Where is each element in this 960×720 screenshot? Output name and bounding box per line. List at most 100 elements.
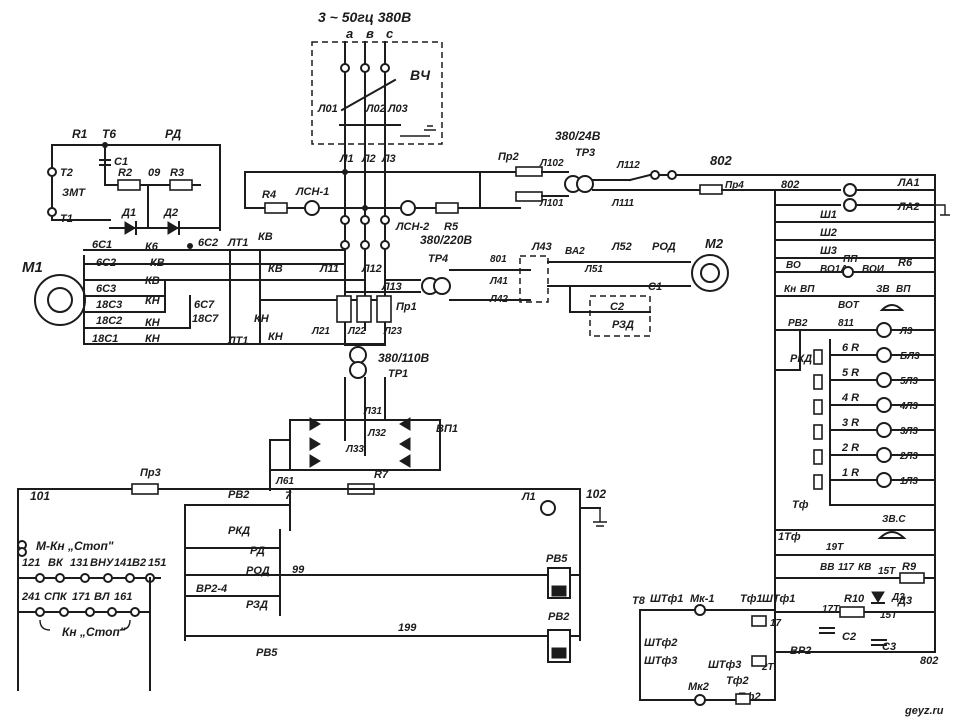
switch-sh3: Ш3 [820,245,837,257]
row-2r: 2 R [841,442,859,454]
row-r6: R6 [898,257,913,269]
row-rkd: РКД [790,353,812,365]
fuse-block-pr1: Пр1 Л21 Л22 Л23 380/110В ТР1 [311,295,429,380]
contact-kn-3: КН [145,295,161,307]
relay-rod: Л52 [611,241,632,253]
line-l03: Л03 [387,103,408,115]
relay-rv5-b: РВ5 [546,553,568,565]
lamp-3l3: 3Л3 [900,426,918,437]
rectifier-bridge: Л31 Л32 Л33 ВП1 Л61 R7 [269,377,458,495]
relay-rd: РД [250,545,265,557]
fuse-l22: Л22 [347,326,366,337]
lamp-2l3: 2Л3 [899,451,918,462]
resistor-r4-label: R4 [262,189,276,201]
row-811: 811 [838,318,854,329]
thermo-r1: R1 [72,127,88,141]
line-l102: Л102 [539,158,564,169]
fuse-pr1-label: Пр1 [396,301,417,313]
btn-241: 241 [21,591,40,603]
row-vo: ВО [786,260,801,271]
line-l101: Л101 [539,198,564,209]
thermo-t2: Т2 [60,167,73,179]
switch-va2: Л43 [531,241,552,253]
lamp-l3: Л3 [899,326,913,337]
node-802-bottom: 802 [920,655,938,667]
row-rv2: РВ2 [788,318,808,329]
lamp-4l3: 4Л3 [899,401,918,412]
winding-18c3: 18С3 [96,299,122,311]
relay-rzd-2: РЗД [612,319,634,331]
rect-r7: R7 [374,469,389,481]
btn-131: 131 [70,557,88,569]
br-mk2: Мк2 [688,681,709,693]
line-l1: Л1 [339,153,354,165]
tr4-label: ТР4 [428,253,448,265]
line-l43: Л42 [489,294,508,305]
rect-l33: Л33 [345,444,364,455]
motor-m1-label: М1 [22,259,43,276]
row-vp: ВП [800,284,815,295]
lamp-l1 [540,500,556,516]
br-tf1: Тф1 [740,593,763,605]
row-zv: ЗВ [876,284,890,295]
btn-spk: СПК [44,591,68,603]
btn-121: 121 [22,557,40,569]
control-transformer-tr3: Пр2 Л102 Л101 380/24В ТР3 Л112 Л111 802 … [479,129,936,209]
winding-6c1: 6С1 [92,239,112,251]
fuse-pr4-label: Пр4 [725,180,744,191]
row-r9: R9 [902,561,917,573]
row-vot: ВОТ [838,300,860,311]
line-l112: Л112 [616,160,640,171]
br-c2: С2 [842,631,856,643]
cap-c1: РОД [652,241,676,253]
indicator-lamp-lsn1 [304,200,320,216]
thermal-relay-circuit: R1 Т6 РД С1 Т2 ЗМТ Т1 R2 09 R3 Д1 Д2 [47,127,221,235]
btn-141: 141 [114,557,132,569]
rect-l61: Л61 [275,476,294,487]
br-c3: С3 [882,641,896,653]
lamp-la2: ЛА2 [897,201,920,213]
winding-6c3: 6С3 [96,283,116,295]
fuse-pr3-label: Пр3 [140,467,161,479]
line-l01: Л01 [317,103,338,115]
cap-c2: С1 [648,281,662,293]
mains-busbars: R4 ЛСН-1 ЛСН-2 R5 [244,169,481,233]
resistor-r5-label: R5 [444,221,459,233]
line-l51: ВА2 [565,246,585,257]
lamp-la1: ЛА1 [897,177,920,189]
node-102: 102 [586,487,606,501]
br-shtf3-a: ШТф3 [644,655,677,667]
br-t8: Т8 [632,595,646,607]
fuse-l21: Л21 [311,326,330,337]
switch-sh2: Ш2 [820,227,837,239]
node-7: 7 [285,490,292,502]
contact-6c2: 6С2 [198,237,218,249]
motor-m2-label: М2 [705,236,724,251]
stop-button-kn[interactable]: Кн „Стоп" [62,625,126,639]
contact-lt1-b: ЛТ1 [227,335,248,347]
control-circuit: Пр3 101 102 7 99 199 Л1 РВ2 РКД РД РОД В… [17,467,607,691]
lamp-5l3: 5Л3 [900,376,918,387]
supply-title: 3 ~ 50гц 380В [318,9,411,25]
br-r10: R10 [844,593,865,605]
motor-m1-block: М1 6С1 6С2 6С3 18С3 18С2 18С1 6С7 18С7 К… [22,231,386,347]
contact-lt1-a: ЛТ1 [227,237,248,249]
row-1tf: 1Тф [778,531,801,543]
br-15t: 15Т [880,610,898,621]
resistor-r5 [435,202,459,214]
winding-18c2: 18С2 [96,315,122,327]
stop-button-m[interactable]: М-Кн „Стоп" [36,539,114,553]
thermo-d2: Д2 [163,207,178,219]
line-l2: Л2 [361,153,376,165]
row-1r: 1 R [842,467,859,479]
fuse-pr2-label: Пр2 [498,151,519,163]
br-17t: 17Т [822,604,840,615]
row-4r: 4 R [841,392,859,404]
line-l41: 801 [490,254,507,265]
tr1-rating: 380/110В [378,351,429,365]
row-voi: ВОИ [862,264,885,275]
br-2t: 2Т [761,662,775,673]
row-tf: Тф [792,499,809,511]
lamp-1l3: 1Л3 [900,476,918,487]
btn-vl: ВЛ [94,591,110,603]
